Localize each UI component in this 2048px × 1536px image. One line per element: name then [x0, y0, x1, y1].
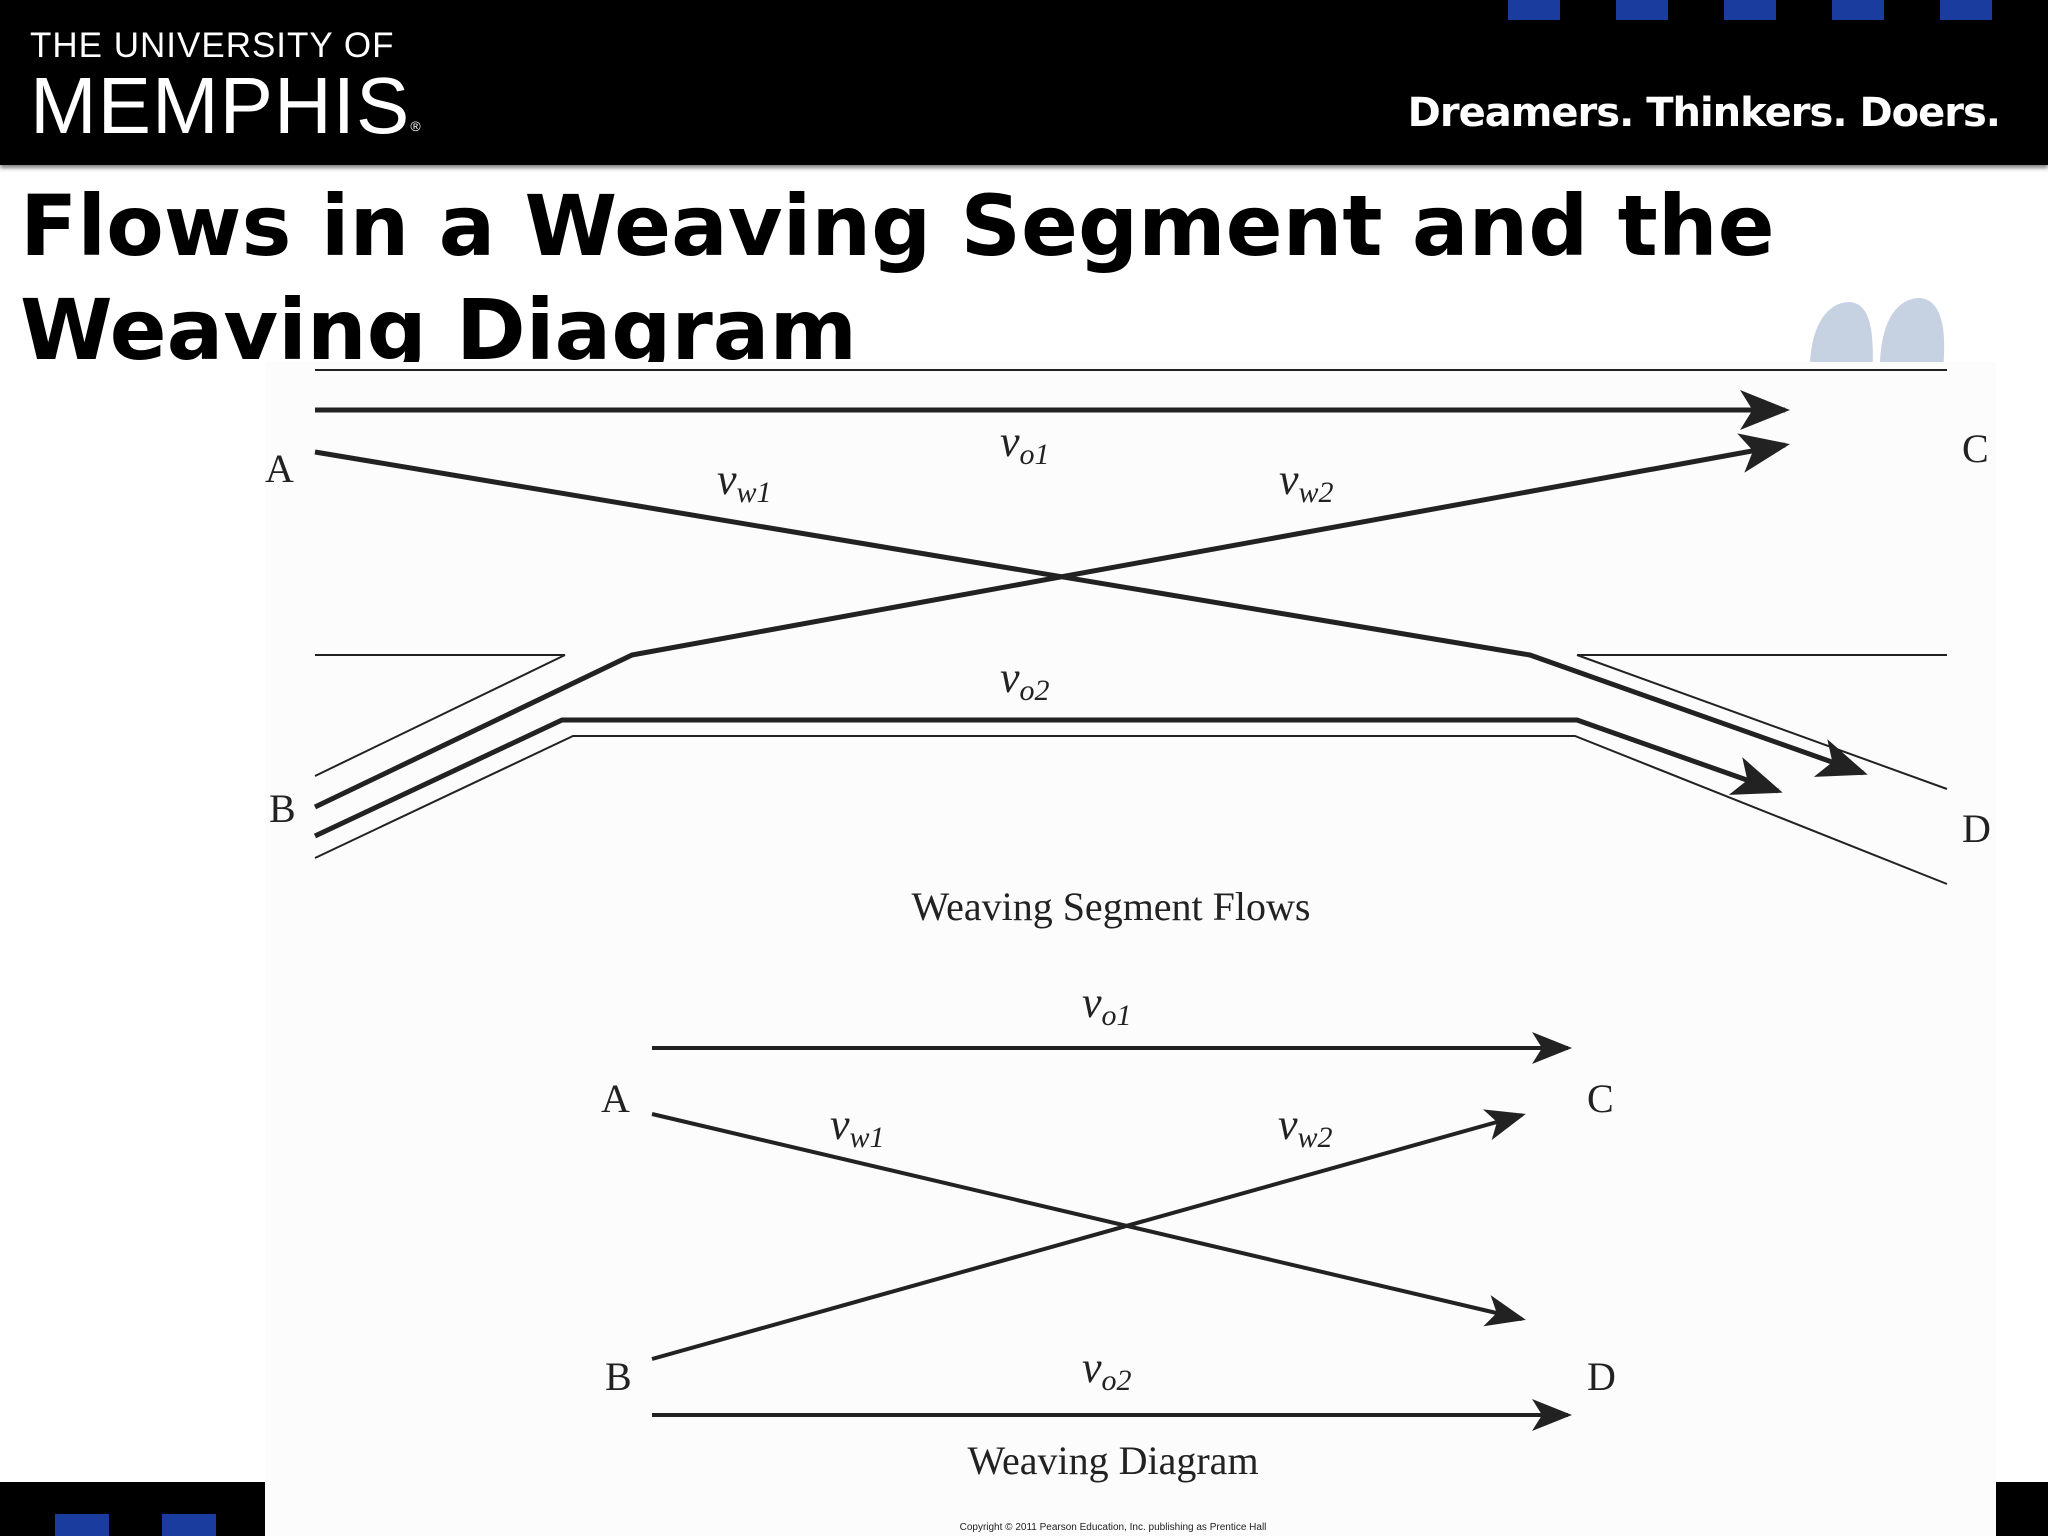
decor-square: [1616, 0, 1668, 20]
decor-square: [1832, 0, 1884, 20]
node-d-label: D: [1962, 806, 1991, 851]
diagram-vo1-subscript: o1: [1102, 999, 1132, 1032]
flow-vw1-symbol: v: [717, 455, 737, 504]
flow-vo2-label: vo2: [1000, 653, 1050, 707]
diagram-node-d-label: D: [1587, 1354, 1616, 1399]
diagram-vo2-label: vo2: [1082, 1343, 1132, 1397]
diagram-node-c-label: C: [1587, 1076, 1614, 1121]
flow-vw2-symbol: v: [1279, 455, 1299, 504]
flow-vo1-label: vo1: [1000, 417, 1050, 471]
flow-vw1-subscript: w1: [737, 476, 772, 509]
flow-vw1-arrow: [314, 449, 1868, 777]
diagram-node-a-label: A: [601, 1076, 630, 1121]
decor-square: [55, 1514, 109, 1536]
diagram-vo1-symbol: v: [1082, 978, 1102, 1027]
diagram-vw1-label: vw1: [830, 1100, 885, 1154]
copyright-notice: Copyright © 2011 Pearson Education, Inc.…: [960, 1522, 1267, 1533]
diagram-vw2-arrow: [651, 1109, 1526, 1361]
roadway-edge: [314, 654, 566, 777]
flow-vo2-subscript: o2: [1020, 674, 1050, 707]
logo-line2: MEMPHIS®: [30, 66, 422, 166]
weaving-diagram: A B C D vo1 vw1 vw2 vo2 Weaving Diagram: [601, 978, 1616, 1483]
decor-square: [1508, 0, 1560, 20]
node-b-label: B: [269, 786, 296, 831]
decor-square: [1724, 0, 1776, 20]
diagram-vw2-subscript: w2: [1298, 1121, 1333, 1154]
flow-vw2-label: vw2: [1279, 455, 1334, 509]
decor-square: [1940, 0, 1992, 20]
header-bar: THE UNIVERSITY OF MEMPHIS® Dreamers. Thi…: [0, 0, 2048, 165]
roadway-edge: [1576, 654, 1948, 790]
slide-title: Flows in a Weaving Segment and the Weavi…: [20, 177, 1775, 379]
node-a-label: A: [265, 446, 294, 491]
roadway-edge: [314, 735, 1948, 885]
diagram-vo1-label: vo1: [1082, 978, 1132, 1032]
logo-line1: THE UNIVERSITY OF: [30, 26, 395, 65]
flow-vo2-symbol: v: [1000, 653, 1020, 702]
flow-vo1-symbol: v: [1000, 417, 1020, 466]
diagram-vo2-subscript: o2: [1102, 1364, 1132, 1397]
university-logo: THE UNIVERSITY OF MEMPHIS®: [30, 26, 422, 166]
weaving-figure: A B C D vo1 vw1 vw2 vo2 Weaving Segment …: [265, 362, 1996, 1536]
tagline: Dreamers. Thinkers. Doers.: [1407, 90, 2001, 136]
watermark-shape: [1800, 290, 2000, 384]
logo-wordmark: MEMPHIS: [30, 61, 411, 150]
flow-vw1-label: vw1: [717, 455, 772, 509]
flow-vo1-subscript: o1: [1020, 438, 1050, 471]
diagram-node-b-label: B: [605, 1354, 632, 1399]
diagram-vo2-symbol: v: [1082, 1343, 1102, 1392]
registered-mark: ®: [410, 118, 422, 134]
diagram-vw1-arrow: [651, 1112, 1526, 1327]
footer-bar-left: [0, 1482, 265, 1536]
flow-vo2-arrow: [313, 717, 1783, 839]
node-c-label: C: [1962, 426, 1989, 471]
segment-flows-diagram: A B C D vo1 vw1 vw2 vo2 Weaving Segment …: [265, 369, 1991, 929]
flow-vw2-subscript: w2: [1299, 476, 1334, 509]
diagram-vw1-subscript: w1: [850, 1121, 885, 1154]
diagram-vw2-label: vw2: [1278, 1100, 1333, 1154]
decor-square: [162, 1514, 216, 1536]
weaving-diagram-svg: A B C D vo1 vw1 vw2 vo2 Weaving Segment …: [265, 369, 1991, 1533]
diagram-vw1-symbol: v: [830, 1100, 850, 1149]
diagram-vw2-symbol: v: [1278, 1100, 1298, 1149]
footer-bar-right: [1996, 1482, 2048, 1536]
segment-flows-caption: Weaving Segment Flows: [912, 884, 1311, 929]
weaving-diagram-caption: Weaving Diagram: [967, 1438, 1258, 1483]
flow-vw2-arrow: [313, 433, 1790, 810]
